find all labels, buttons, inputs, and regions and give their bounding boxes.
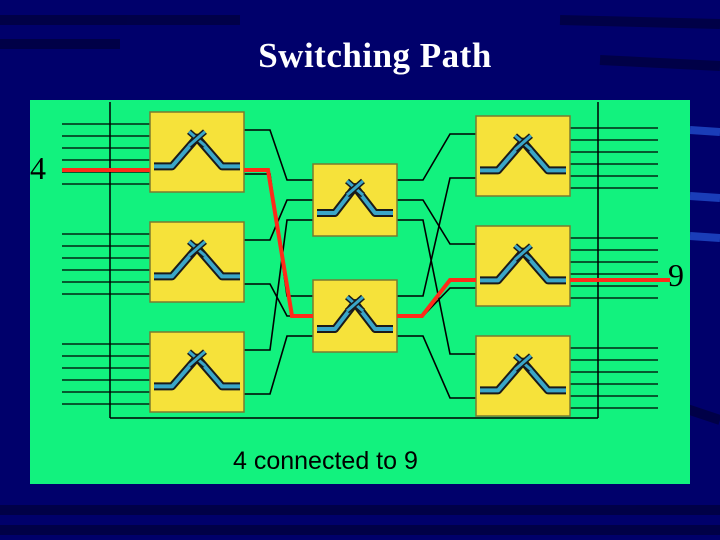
stage3-switch-1 [475,115,571,197]
stage2-switch-1 [312,163,398,237]
interconnect-wire [397,133,476,181]
slide-title: Switching Path [258,36,492,75]
interconnect-wire [244,219,313,351]
diagram-caption: 4 connected to 9 [233,447,418,475]
crossbar-switch-icon [154,239,240,281]
highlight-path-stage2-to-stage3 [397,278,476,318]
interconnect-wire [397,287,476,317]
crossbar-switch-icon [480,243,566,285]
input-port-label: 4 [30,150,46,186]
switching-network-diagram [62,102,670,419]
crossbar-switch-icon [154,349,240,391]
interconnect-wire [397,335,476,399]
interconnect-wire [397,219,476,355]
highlight-path-stage1-to-stage2 [244,168,313,318]
stage1-switch-2 [149,221,245,303]
interconnect-wire [397,199,476,245]
stage3-switch-2 [475,225,571,307]
interconnect-wire [244,335,313,395]
stage3-switch-3 [475,335,571,417]
crossbar-switch-icon [480,133,566,175]
diagram-panel [30,100,690,484]
stage1-switch-1 [149,111,245,193]
crossbar-switch-icon [480,353,566,395]
crossbar-switch-icon [154,129,240,171]
interconnect-wire [244,129,313,181]
output-port-label: 9 [668,257,684,293]
crossbar-switch-icon [317,294,393,333]
interconnect-wire [397,177,476,297]
crossbar-switch-icon [317,178,393,217]
stage2-switch-2 [312,279,398,353]
interconnect-wire [244,199,313,241]
stage1-switch-3 [149,331,245,413]
